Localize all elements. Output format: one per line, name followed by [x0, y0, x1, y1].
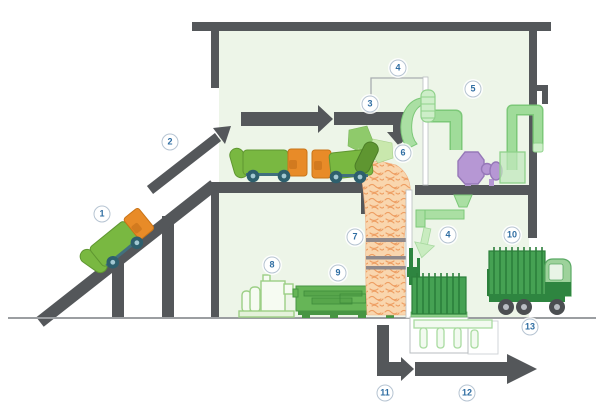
step-marker-8[interactable]: 8	[263, 256, 281, 274]
baler-machine	[238, 274, 295, 318]
container-pit	[409, 316, 499, 355]
step-marker-5[interactable]: 5	[464, 80, 482, 98]
step-marker-9[interactable]: 9	[329, 264, 347, 282]
hall-divider-wall	[422, 76, 429, 186]
compactor-ram-2	[311, 297, 353, 305]
step-marker-13[interactable]: 13	[521, 318, 539, 336]
exhaust-outlet	[532, 142, 544, 153]
exit-down-arrow	[377, 325, 414, 381]
step-marker-4[interactable]: 4	[439, 226, 457, 244]
suction-nozzle	[400, 97, 425, 150]
air-outflow-arrow	[414, 226, 436, 259]
mezzanine-floor	[211, 182, 370, 193]
step-marker-7[interactable]: 7	[346, 228, 364, 246]
extraction-fan	[457, 151, 503, 186]
outside-bracket-h	[533, 85, 548, 91]
label-bracket	[370, 77, 426, 101]
exit-right-arrow	[415, 354, 537, 384]
container-truck	[487, 247, 572, 315]
scrubber-tank	[499, 151, 526, 184]
right-wall-upper	[529, 31, 537, 107]
step-marker-6[interactable]: 6	[394, 144, 412, 162]
left-wall-lower	[211, 187, 219, 318]
fan-room-floor	[415, 185, 537, 195]
step-marker-2[interactable]: 2	[161, 133, 179, 151]
fan-outlet-funnel	[453, 194, 473, 208]
baler-base	[238, 310, 295, 318]
outside-bracket-v	[542, 85, 548, 104]
baler-body	[260, 280, 286, 313]
fan-housing	[457, 151, 485, 185]
compactor-base	[298, 311, 408, 315]
blower-outlet	[415, 194, 473, 228]
chute-grates	[366, 238, 407, 270]
ramp-up-arrow	[146, 126, 231, 194]
drive-arrow	[241, 105, 333, 133]
compactor-guide-posts	[407, 248, 420, 285]
press-container	[410, 273, 468, 318]
cab-window	[548, 263, 564, 281]
truck-chassis	[489, 294, 565, 302]
right-wall-lower	[528, 195, 537, 238]
step-marker-1[interactable]: 1	[93, 205, 111, 223]
air-extraction-system	[400, 89, 463, 150]
nozzle-cylinder	[420, 89, 436, 123]
lift-platform	[413, 319, 493, 349]
step-marker-12[interactable]: 12	[458, 384, 476, 402]
collection-truck-on-ramp	[79, 208, 155, 274]
step-marker-4[interactable]: 4	[389, 59, 407, 77]
step-marker-10[interactable]: 10	[503, 226, 521, 244]
collection-truck-tipping	[311, 141, 379, 184]
exhaust-system	[499, 104, 544, 184]
compactor-ram-3	[339, 293, 367, 304]
collection-truck-parked	[229, 147, 308, 183]
step-marker-3[interactable]: 3	[361, 95, 379, 113]
ramp-support-2	[162, 216, 174, 317]
bale-2	[249, 286, 261, 313]
compactor-ram-1	[303, 290, 363, 297]
left-wall-upper	[211, 31, 219, 88]
step-marker-11[interactable]: 11	[376, 384, 394, 402]
roof	[192, 22, 551, 31]
baler-side-box	[283, 283, 294, 295]
flow-arrows	[146, 105, 537, 384]
entry-ramp	[36, 180, 218, 327]
